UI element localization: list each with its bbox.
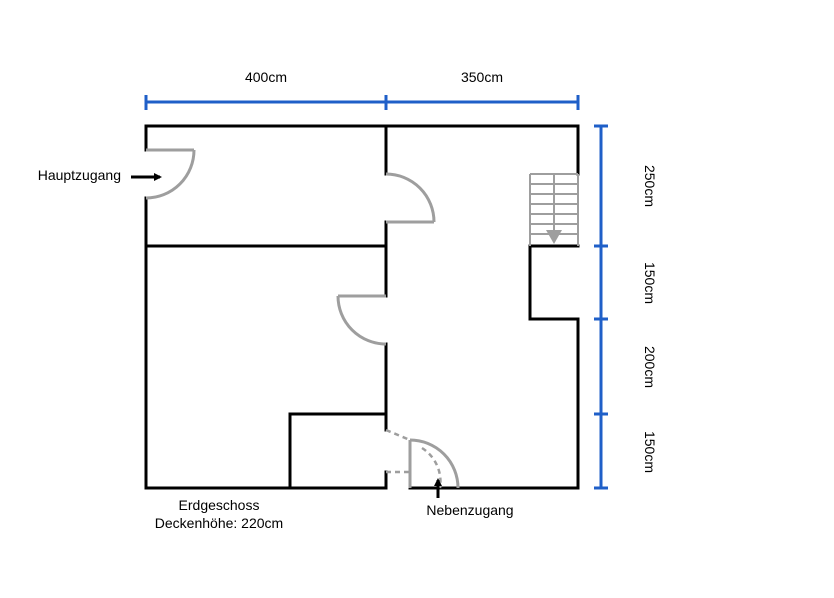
door-upper-right-room <box>385 172 436 224</box>
stair-direction-arrow-icon <box>546 230 562 244</box>
dimension-label-200: 200cm <box>642 346 658 388</box>
walls <box>144 124 580 490</box>
staircase <box>529 173 579 246</box>
dimension-label-150-upper: 150cm <box>642 262 658 304</box>
floor-name-label: Erdgeschoss <box>179 497 260 513</box>
right-dimension-line <box>594 124 608 490</box>
dimension-label-400: 400cm <box>245 69 287 85</box>
side-entrance-label: Nebenzugang <box>426 502 513 518</box>
main-entrance-label: Hauptzugang <box>38 167 121 183</box>
dimension-label-250: 250cm <box>642 165 658 207</box>
main-entrance-door <box>145 148 196 200</box>
dimension-label-350: 350cm <box>461 69 503 85</box>
side-entrance-door <box>385 428 460 489</box>
top-dimension-line <box>144 95 580 110</box>
ceiling-height-label: Deckenhöhe: 220cm <box>155 515 283 531</box>
door-lower-left-room <box>336 294 387 346</box>
dimension-label-150-lower: 150cm <box>642 431 658 473</box>
